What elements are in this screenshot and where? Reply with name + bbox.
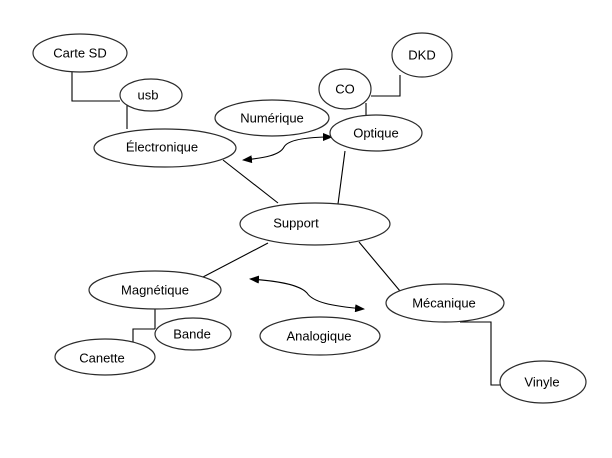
node-usb: usb xyxy=(119,78,183,112)
node-label: Numérique xyxy=(240,111,304,126)
edge-support-electronique xyxy=(222,159,279,204)
node-label: Magnétique xyxy=(121,283,189,298)
node-label: Électronique xyxy=(126,140,198,155)
node-label: DKD xyxy=(408,48,435,63)
edge-mecanique-vinyle xyxy=(460,321,500,386)
node-label: CO xyxy=(335,82,355,97)
double-arrow-analogique xyxy=(249,275,365,313)
node-analogique: Analogique xyxy=(259,316,381,356)
node-canette: Canette xyxy=(54,338,156,376)
node-label: Carte SD xyxy=(53,46,106,61)
node-label: Optique xyxy=(353,126,399,141)
node-electronique: Électronique xyxy=(93,128,237,168)
double-arrow-numerique xyxy=(242,133,333,164)
node-support: Support xyxy=(239,202,391,246)
node-optique: Optique xyxy=(329,114,423,152)
node-vinyle: Vinyle xyxy=(499,360,587,404)
edge-usb-carte-sd xyxy=(71,72,120,102)
node-label: Canette xyxy=(79,351,125,366)
node-bande: Bande xyxy=(154,317,232,351)
node-label: Vinyle xyxy=(524,375,559,390)
node-label: Support xyxy=(273,216,319,231)
edge-support-optique xyxy=(337,150,346,205)
edge-support-mecanique xyxy=(358,241,401,292)
node-carte-sd: Carte SD xyxy=(32,33,128,73)
node-label: Analogique xyxy=(286,329,351,344)
edge-bande-canette xyxy=(132,328,155,344)
node-label: usb xyxy=(138,88,159,103)
node-numerique: Numérique xyxy=(214,99,330,137)
node-dkd: DKD xyxy=(391,32,453,78)
node-co: CO xyxy=(318,68,372,110)
node-label: Mécanique xyxy=(412,296,476,311)
node-label: Bande xyxy=(173,327,211,342)
edge-co-dkd xyxy=(371,75,401,97)
node-magnetique: Magnétique xyxy=(88,270,222,310)
node-mecanique: Mécanique xyxy=(385,283,505,323)
edge-support-magnetique xyxy=(202,242,269,278)
